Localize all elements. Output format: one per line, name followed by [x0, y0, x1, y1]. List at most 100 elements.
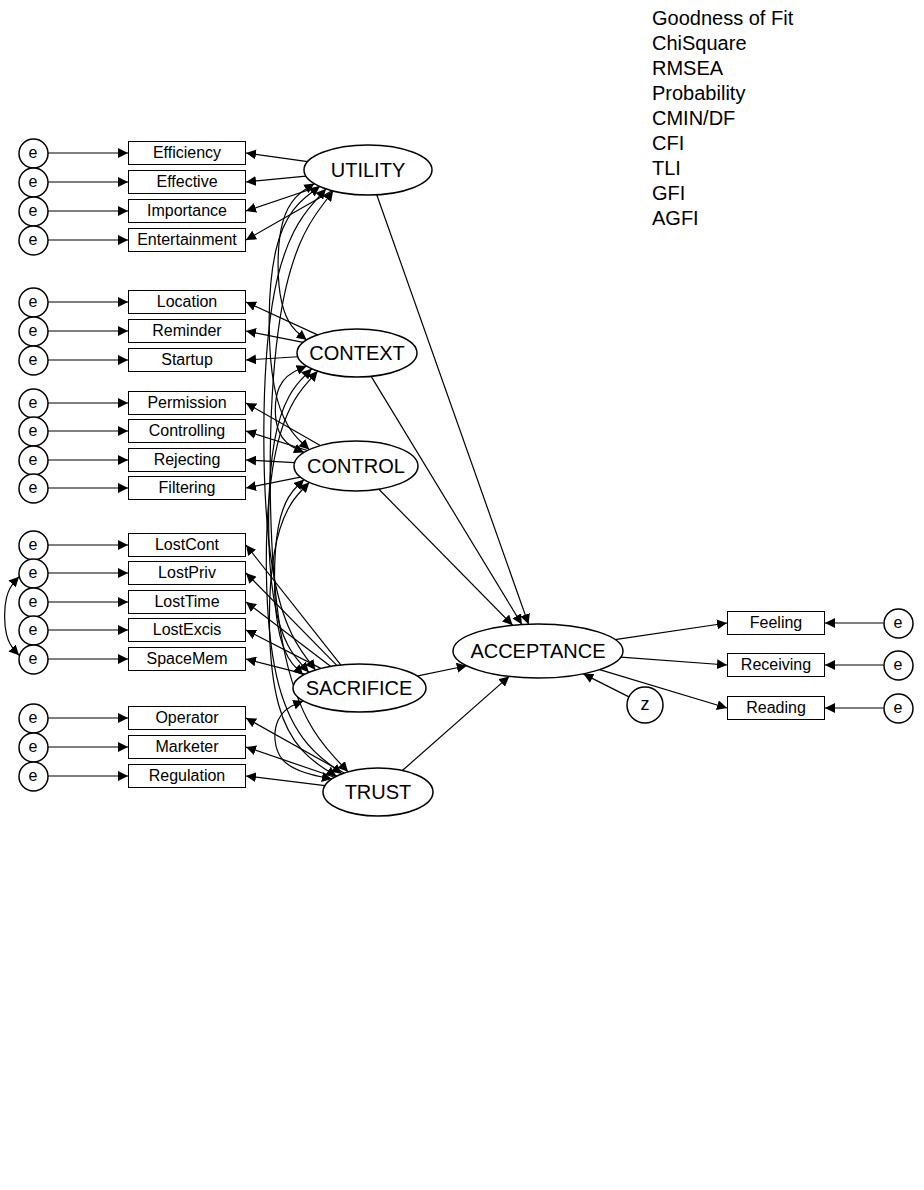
covariance-arc: [269, 482, 336, 776]
indicator-box: SpaceMem: [128, 647, 246, 671]
path-arrow: [48, 629, 129, 630]
error-term: e: [18, 316, 49, 347]
node-label: e: [894, 699, 903, 717]
outline-shape: [323, 768, 433, 816]
node-label: Regulation: [149, 767, 226, 785]
path-arrow: [48, 301, 129, 302]
path-arrow: [48, 402, 129, 403]
outline-shape: [19, 531, 48, 560]
path-arrow: [621, 657, 727, 665]
node-label: ACCEPTANCE: [470, 640, 605, 662]
latent-ellipse: SACRIFICE: [292, 663, 427, 713]
outline-shape: [19, 226, 48, 255]
node-label: e: [29, 394, 38, 412]
fit-index: CFI: [652, 131, 793, 156]
path-arrow: [48, 430, 129, 431]
outline-shape: [293, 664, 426, 712]
fit-index-list: Goodness of FitChiSquareRMSEAProbability…: [652, 6, 793, 231]
node-label: Efficiency: [153, 144, 221, 162]
node-label: e: [29, 536, 38, 554]
node-label: e: [29, 202, 38, 220]
error-term: e: [18, 558, 49, 589]
node-label: e: [29, 593, 38, 611]
error-term: e: [18, 445, 49, 476]
node-label: e: [29, 322, 38, 340]
error-term: e: [18, 473, 49, 504]
path-arrow: [48, 152, 129, 153]
outline-shape: [19, 417, 48, 446]
path-arrow: [246, 331, 303, 342]
disturbance-term: z: [626, 686, 664, 724]
node-label: Feeling: [750, 614, 802, 632]
error-term: e: [18, 587, 49, 618]
indicator-box: LostCont: [128, 533, 246, 557]
path-arrow: [48, 210, 129, 211]
error-term: e: [18, 644, 49, 675]
node-label: e: [29, 767, 38, 785]
error-term: e: [18, 732, 49, 763]
outline-shape: [19, 139, 48, 168]
outline-shape: [19, 346, 48, 375]
path-arrow: [48, 658, 129, 659]
node-label: e: [29, 621, 38, 639]
indicator-box: Entertainment: [128, 228, 246, 252]
node-label: e: [29, 564, 38, 582]
outline-shape: [19, 317, 48, 346]
covariance-arc: [269, 186, 320, 449]
latent-ellipse: CONTROL: [293, 440, 419, 492]
covariance-arc: [266, 371, 342, 774]
outline-shape: [453, 624, 623, 678]
node-label: e: [29, 451, 38, 469]
error-term: e: [18, 703, 49, 734]
path-arrow: [583, 674, 629, 697]
node-label: Location: [157, 293, 218, 311]
node-label: e: [29, 144, 38, 162]
node-label: LostCont: [155, 536, 219, 554]
path-arrow: [246, 357, 298, 360]
error-term: e: [18, 138, 49, 169]
fit-index: ChiSquare: [652, 31, 793, 56]
node-label: Rejecting: [154, 451, 221, 469]
indicator-box: LostPriv: [128, 561, 246, 585]
node-label: e: [29, 422, 38, 440]
outline-shape: [19, 733, 48, 762]
error-term: e: [18, 615, 49, 646]
indicator-box: Regulation: [128, 764, 246, 788]
indicator-box: Receiving: [727, 653, 825, 677]
node-label: CONTROL: [307, 455, 405, 477]
path-arrow: [48, 330, 129, 331]
path-arrow: [379, 489, 513, 625]
path-arrow: [48, 601, 129, 602]
node-label: Operator: [155, 709, 218, 727]
node-label: Permission: [147, 394, 226, 412]
indicator-box: Operator: [128, 706, 246, 730]
path-arrow: [417, 666, 467, 676]
covariance-arc: [5, 577, 19, 655]
path-arrow: [48, 239, 129, 240]
covariance-arc: [274, 480, 304, 675]
node-label: Filtering: [159, 479, 216, 497]
outline-shape: [19, 474, 48, 503]
node-label: e: [29, 709, 38, 727]
error-term: e: [18, 287, 49, 318]
outline-shape: [884, 651, 913, 680]
error-term: e: [883, 608, 914, 639]
node-label: e: [29, 351, 38, 369]
error-term: e: [18, 225, 49, 256]
node-label: e: [29, 293, 38, 311]
fit-index: GFI: [652, 181, 793, 206]
covariance-arc: [275, 701, 332, 779]
node-label: Controlling: [149, 422, 225, 440]
node-label: CONTEXT: [309, 342, 405, 364]
error-term: e: [18, 761, 49, 792]
fit-index: TLI: [652, 156, 793, 181]
path-arrow: [825, 707, 884, 708]
node-label: UTILITY: [331, 159, 405, 181]
error-term: e: [883, 693, 914, 724]
path-arrow: [615, 623, 727, 640]
indicator-box: Reminder: [128, 319, 246, 343]
latent-ellipse: UTILITY: [303, 144, 433, 196]
outline-shape: [294, 441, 418, 491]
node-label: SACRIFICE: [306, 677, 413, 699]
